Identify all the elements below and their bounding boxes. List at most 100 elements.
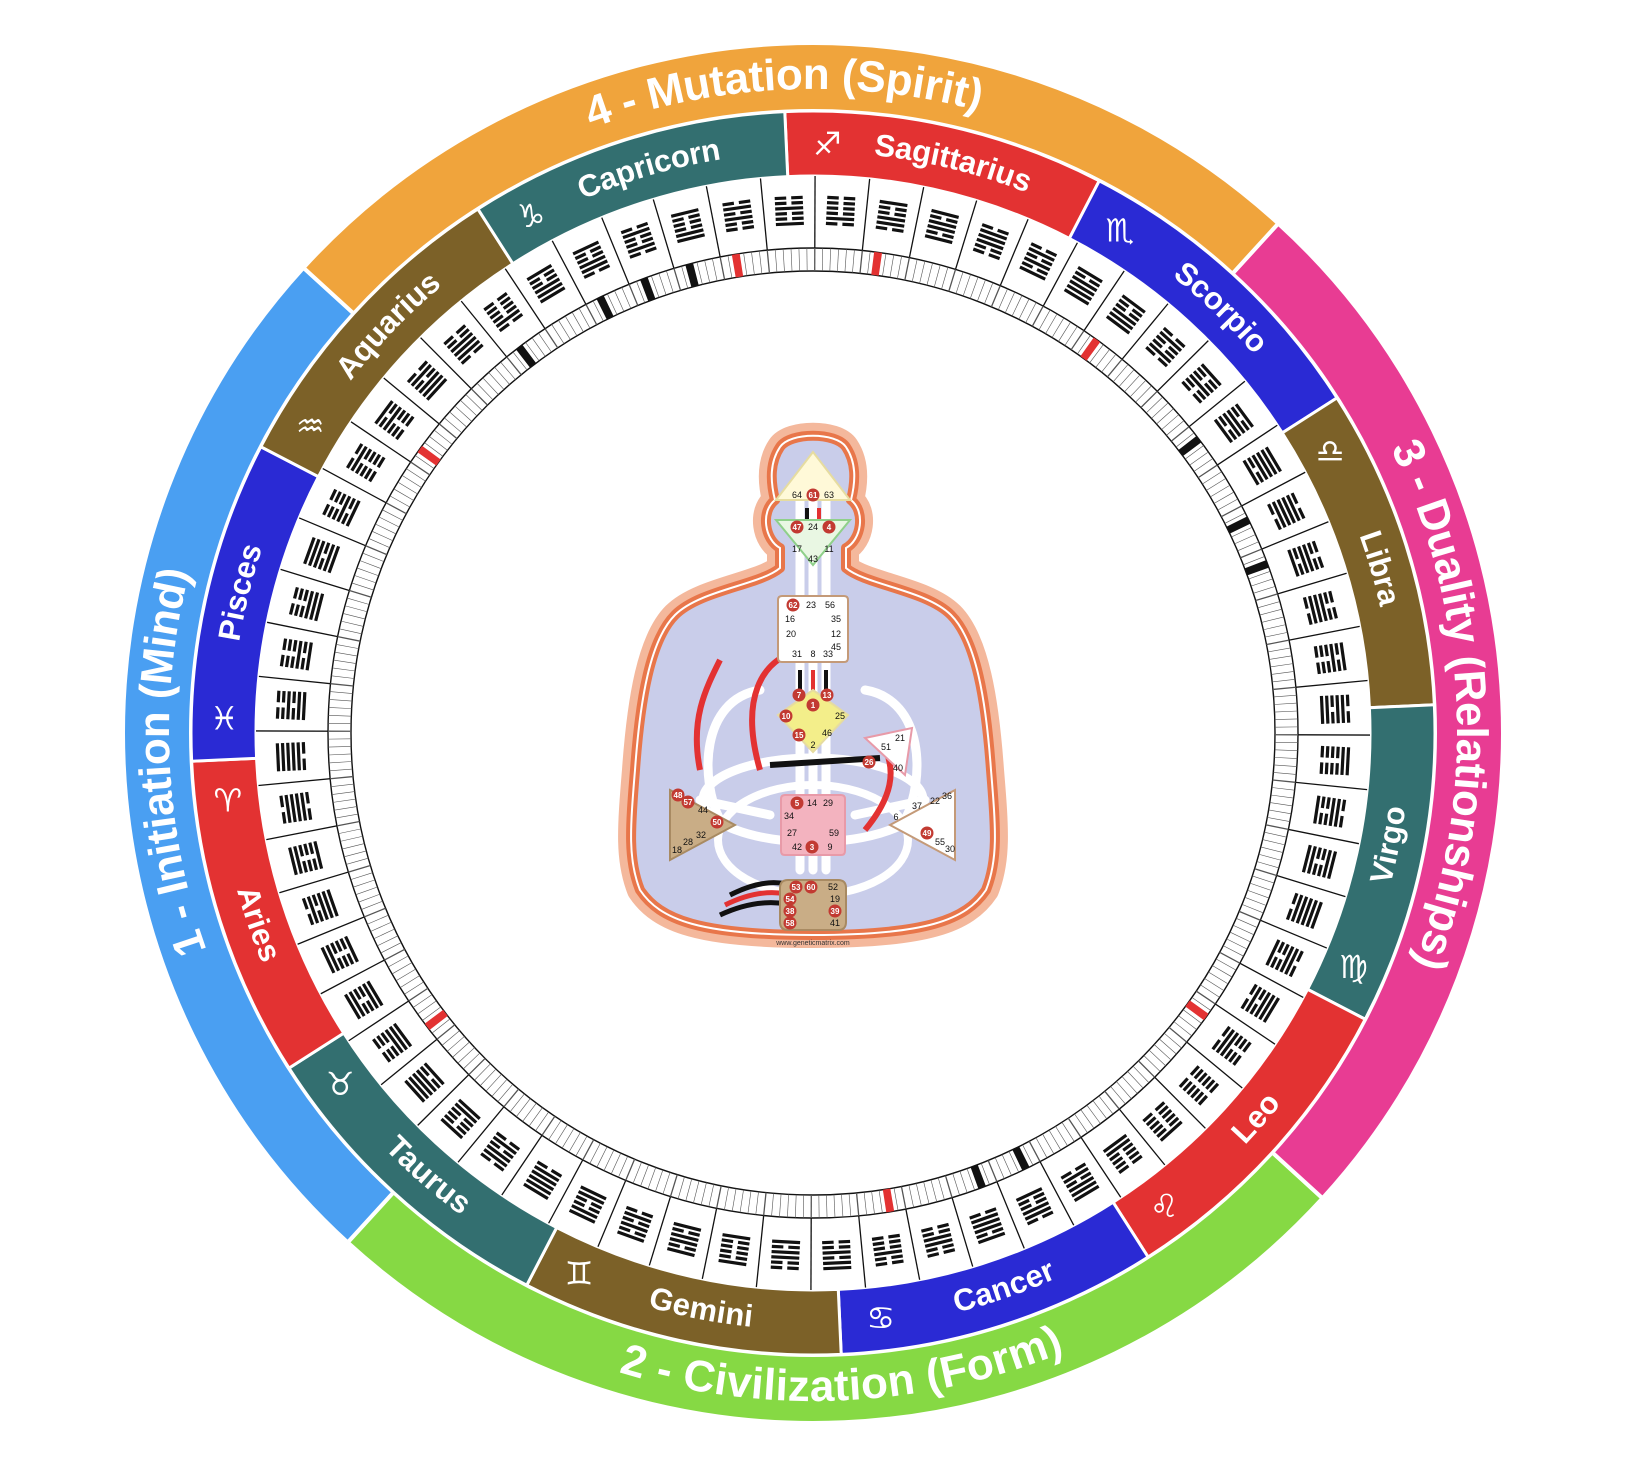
sign-glyph-icon: ♎ [1316,432,1345,470]
center-gate-number: 56 [825,600,835,610]
center-gate-number: 47 [793,523,802,532]
center-gate-number: 59 [829,828,839,838]
center-gate-number: 5 [795,799,800,808]
line-marker [685,263,699,288]
center-gate-number: 18 [672,845,682,855]
hexagram-icon [1240,983,1280,1023]
hexagram-icon [1287,540,1325,577]
sign-glyph-icon: ♌ [1150,1187,1179,1225]
sign-glyph-icon: ♐ [813,125,842,163]
hexagram-icon [1102,1133,1143,1174]
hexagram-icon [722,199,755,233]
center-gate-number: 29 [823,798,833,808]
hexagram-icon [572,240,611,279]
line-marker [417,445,441,466]
center-gate-number: 24 [808,522,818,532]
center-gate-number: 51 [881,742,891,752]
center-gate-number: 48 [674,791,683,800]
hexagram-icon [620,221,657,259]
center-gate-number: 49 [923,829,932,838]
sign-glyph-icon: ♏ [1106,211,1135,249]
hexagram-icon [1313,795,1347,828]
hexagram-icon [1145,326,1186,368]
hexagram-icon [1015,1187,1054,1226]
line-marker [871,251,883,276]
center-gate-number: 45 [831,642,841,652]
center-gate-number: 50 [713,818,722,827]
center-gate-number: 60 [807,883,816,892]
hexagram-icon [972,223,1010,261]
hexagram-icon [372,1022,413,1063]
hexagram-icon [666,1221,702,1258]
center-gate-number: 12 [831,629,841,639]
hexagram-icon [770,1239,801,1271]
center-gate-number: 43 [808,554,818,564]
center-gate-number: 10 [782,712,791,721]
center-gate-number: 31 [792,649,802,659]
hexagram-icon [1313,642,1347,675]
center-gate-number: 39 [831,907,840,916]
line-marker [1226,516,1251,534]
center-gate-number: 20 [786,629,796,639]
hexagram-icon [1142,1101,1183,1142]
line-marker [1012,1146,1030,1171]
sign-glyph-icon: ♋ [866,1299,895,1337]
center-gate-number: 53 [792,883,801,892]
line-marker [882,1188,895,1213]
center-gate-number: 26 [865,758,874,767]
line-marker [516,344,537,368]
center-gate-number: 2 [810,740,815,750]
hexagram-icon [279,638,313,671]
center-gate-number: 14 [807,798,817,808]
hexagram-icon [523,1160,563,1200]
center-gate-number: 17 [792,544,802,554]
center-gate-number: 7 [797,691,802,700]
hexagram-icon [1181,363,1222,404]
hexagram-icon [1285,892,1323,930]
center-gate-number: 46 [822,728,832,738]
hexagram-icon [320,935,359,974]
hexagram-icon [1063,266,1103,306]
hexagram-icon [279,791,313,824]
center-gate-number: 55 [935,837,945,847]
hexagram-icon [1211,1025,1252,1066]
hexagram-icon [480,1131,521,1172]
hexagram-icon [1302,590,1338,625]
center-gate-number: 1 [811,701,816,710]
center-gate-number: 62 [789,601,798,610]
sign-glyph-icon: ♉ [326,1065,355,1103]
sign-glyph-icon: ♓ [210,700,239,738]
hexagram-icon [718,1233,751,1267]
hexagram-icon [443,324,484,365]
hexagram-icon [1060,1162,1100,1202]
center-gate-number: 25 [835,711,845,721]
hexagram-icon [275,742,307,772]
center-gate-number: 3 [810,843,815,852]
hexagram-icon [406,360,448,401]
hexagram-icon [670,208,705,244]
center-gate-number: 34 [784,811,794,821]
hexagram-icon [924,208,960,245]
center-gate-number: 61 [809,491,818,500]
line-marker [731,253,744,278]
sign-glyph-icon: ♍ [1339,948,1368,986]
hexagram-icon [1267,492,1306,531]
center-gate-number: 33 [823,649,833,659]
center-gate-number: 64 [792,490,802,500]
center-gate-number: 38 [786,907,795,916]
hexagram-icon [1242,446,1282,486]
center-gate-number: 8 [810,649,815,659]
hexagram-icon [440,1098,481,1140]
hexagram-icon [301,889,339,926]
center-gate-number: 44 [698,805,708,815]
hexagram-icon [921,1222,956,1258]
center-gate-number: 30 [945,844,955,854]
